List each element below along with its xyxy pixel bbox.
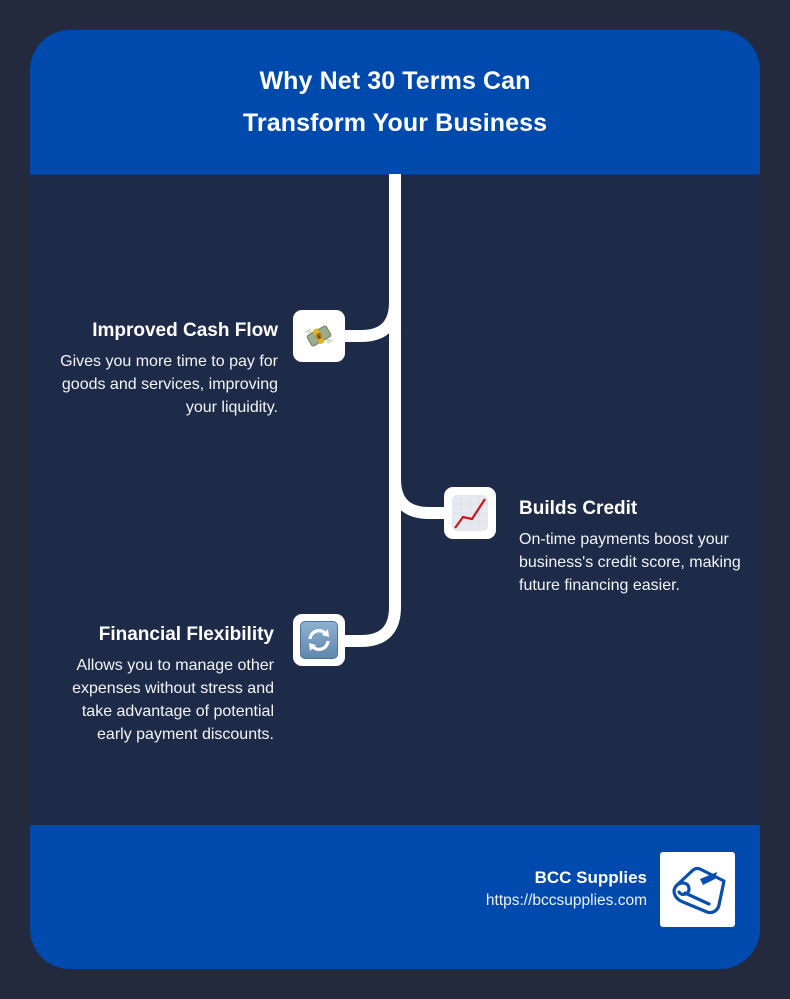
- paper-roll-logo-icon: [672, 866, 726, 914]
- counterclockwise-arrows-icon: [300, 621, 338, 659]
- money-with-wings-icon: $: [301, 318, 337, 354]
- page-title-line-2: Transform Your Business: [242, 109, 548, 137]
- timeline-item-builds-credit: Builds Credit On-time payments boost you…: [519, 496, 759, 597]
- footer-banner: BCC Supplies https://bccsupplies.com: [30, 825, 760, 969]
- timeline-item-cash-flow: Improved Cash Flow Gives you more time t…: [46, 318, 278, 419]
- infographic-card: Why Net 30 Terms Can Transform Your Busi…: [30, 30, 760, 969]
- timeline-item-financial-flexibility: Financial Flexibility Allows you to mana…: [46, 622, 274, 746]
- svg-text:$: $: [317, 334, 321, 341]
- builds-credit-icon-box: [444, 487, 496, 539]
- item-description: Gives you more time to pay for goods and…: [60, 353, 278, 416]
- flexibility-icon-box: [293, 614, 345, 666]
- timeline-section: $ Improved Cash Flow Gives you more time…: [30, 174, 760, 825]
- item-description: On-time payments boost your business's c…: [519, 531, 741, 594]
- header-banner: Why Net 30 Terms Can Transform Your Busi…: [30, 30, 760, 175]
- page-title-line-1: Why Net 30 Terms Can: [259, 67, 531, 95]
- brand-url-link[interactable]: https://bccsupplies.com: [485, 892, 647, 909]
- cash-flow-icon-box: $: [293, 310, 345, 362]
- brand-info: BCC Supplies https://bccsupplies.com: [486, 866, 647, 912]
- brand-logo: [660, 852, 735, 927]
- item-description: Allows you to manage other expenses with…: [72, 657, 274, 743]
- brand-name: BCC Supplies: [534, 868, 647, 887]
- item-title: Financial Flexibility: [98, 624, 274, 645]
- chart-increasing-icon: [452, 495, 488, 531]
- item-title: Builds Credit: [519, 498, 638, 519]
- timeline-connector: [345, 174, 444, 647]
- item-title: Improved Cash Flow: [92, 320, 278, 341]
